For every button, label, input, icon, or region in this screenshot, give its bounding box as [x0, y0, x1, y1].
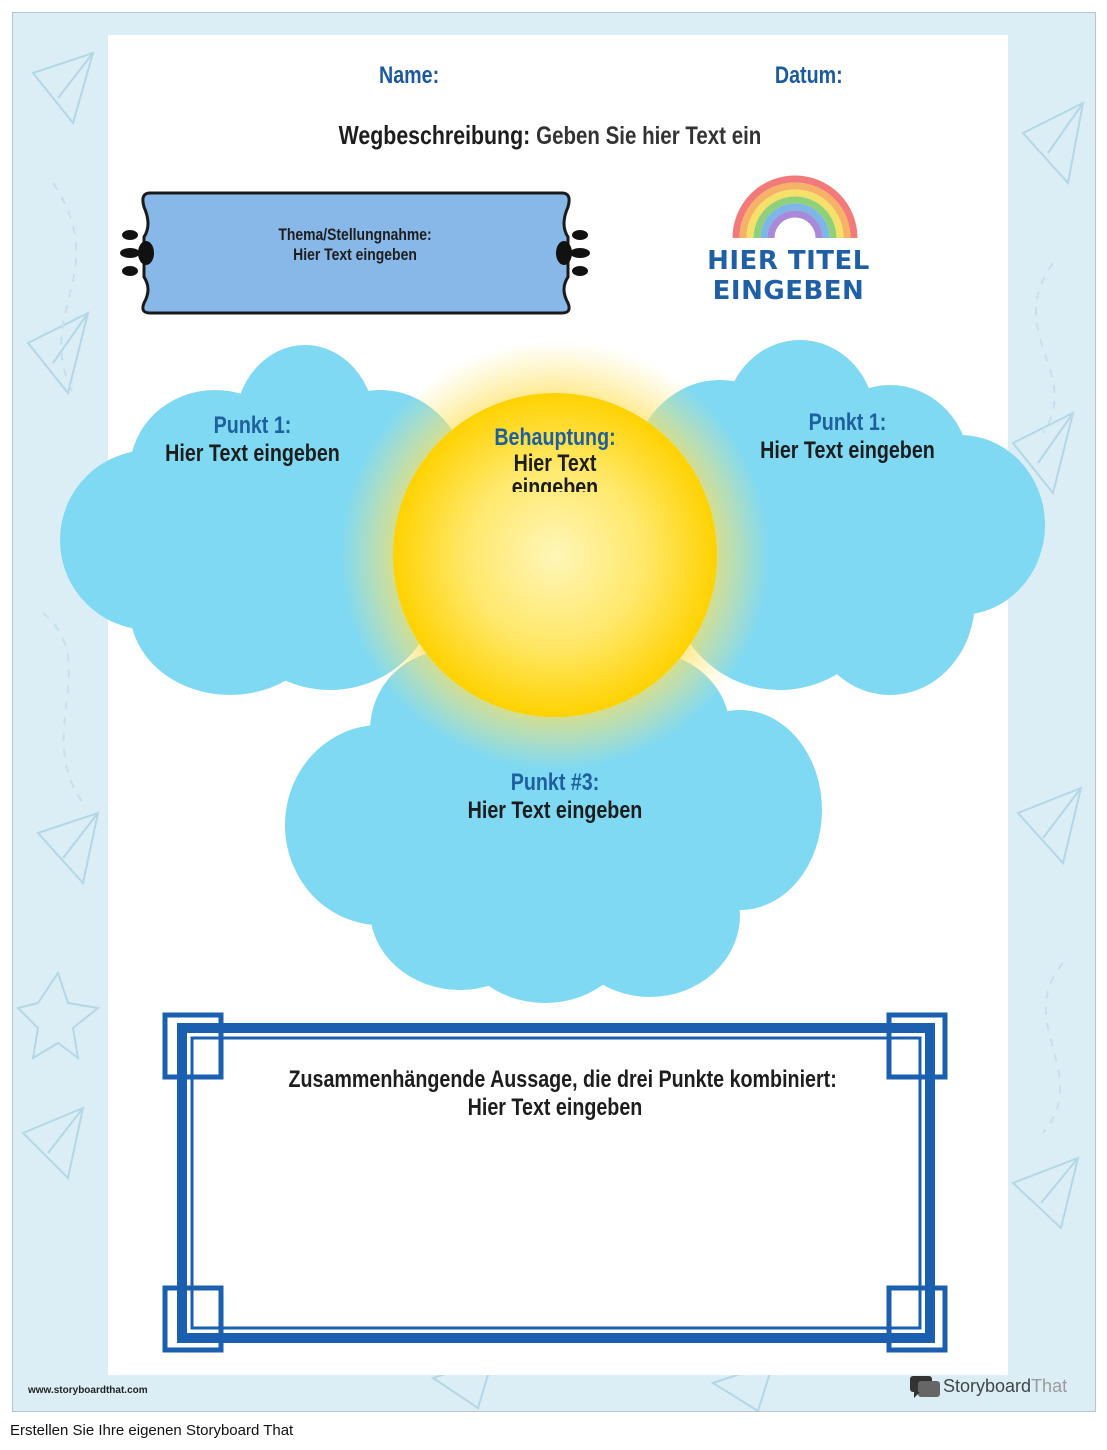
logo-bold: Storyboard — [943, 1376, 1032, 1396]
name-label: Name: — [379, 62, 440, 89]
footer-caption[interactable]: Erstellen Sie Ihre eigenen Storyboard Th… — [10, 1422, 294, 1439]
cloud-right-body: Hier Text eingeben — [760, 437, 935, 464]
cloud-bottom-text[interactable]: Punkt #3: Hier Text eingeben — [430, 769, 680, 825]
rainbow-icon — [732, 175, 858, 239]
summary-label: Zusammenhängende Aussage, die drei Punkt… — [288, 1066, 837, 1093]
cloud-left-body: Hier Text eingeben — [165, 440, 340, 467]
instructions[interactable]: Wegbeschreibung: Geben Sie hier Text ein — [200, 120, 900, 151]
date-label: Datum: — [774, 62, 843, 89]
instructions-label: Wegbeschreibung: — [338, 120, 531, 150]
topic-text: Hier Text eingeben — [293, 245, 417, 264]
topic-box[interactable]: Thema/Stellungnahme: Hier Text eingeben — [200, 225, 510, 265]
storyboardthat-logo[interactable]: StoryboardThat — [943, 1376, 1067, 1397]
sun-core — [393, 393, 717, 717]
cloud-bottom-label: Punkt #3: — [510, 769, 600, 796]
storyboardthat-logo-icon — [910, 1376, 940, 1398]
sun-body-line2: eingeben — [511, 474, 599, 493]
footer-url[interactable]: www.storyboardthat.com — [28, 1385, 148, 1396]
topic-label: Thema/Stellungnahme: — [278, 225, 432, 244]
logo-light: That — [1031, 1376, 1068, 1396]
sun-body-line1: Hier Text — [513, 450, 597, 477]
title-text[interactable]: HIER TITEL EINGEBEN — [707, 246, 870, 306]
cloud-bottom-body: Hier Text eingeben — [467, 797, 643, 824]
summary-text: Hier Text eingeben — [467, 1094, 643, 1121]
instructions-text: Geben Sie hier Text ein — [536, 122, 762, 150]
cloud-left-text[interactable]: Punkt 1: Hier Text eingeben — [130, 412, 375, 468]
cloud-left — [60, 345, 470, 695]
summary-frame — [162, 1012, 948, 1353]
cloud-left-label: Punkt 1: — [213, 412, 292, 439]
cloud-sun-diagram — [60, 340, 1045, 1003]
sun-text[interactable]: Behauptung: Hier Text eingeben — [455, 424, 655, 492]
topic-scroll-shape — [120, 191, 590, 315]
sun-label: Behauptung: — [494, 424, 616, 451]
summary-box[interactable]: Zusammenhängende Aussage, die drei Punkt… — [230, 1066, 880, 1122]
cloud-right-label: Punkt 1: — [808, 409, 887, 436]
cloud-right-text[interactable]: Punkt 1: Hier Text eingeben — [725, 409, 970, 465]
